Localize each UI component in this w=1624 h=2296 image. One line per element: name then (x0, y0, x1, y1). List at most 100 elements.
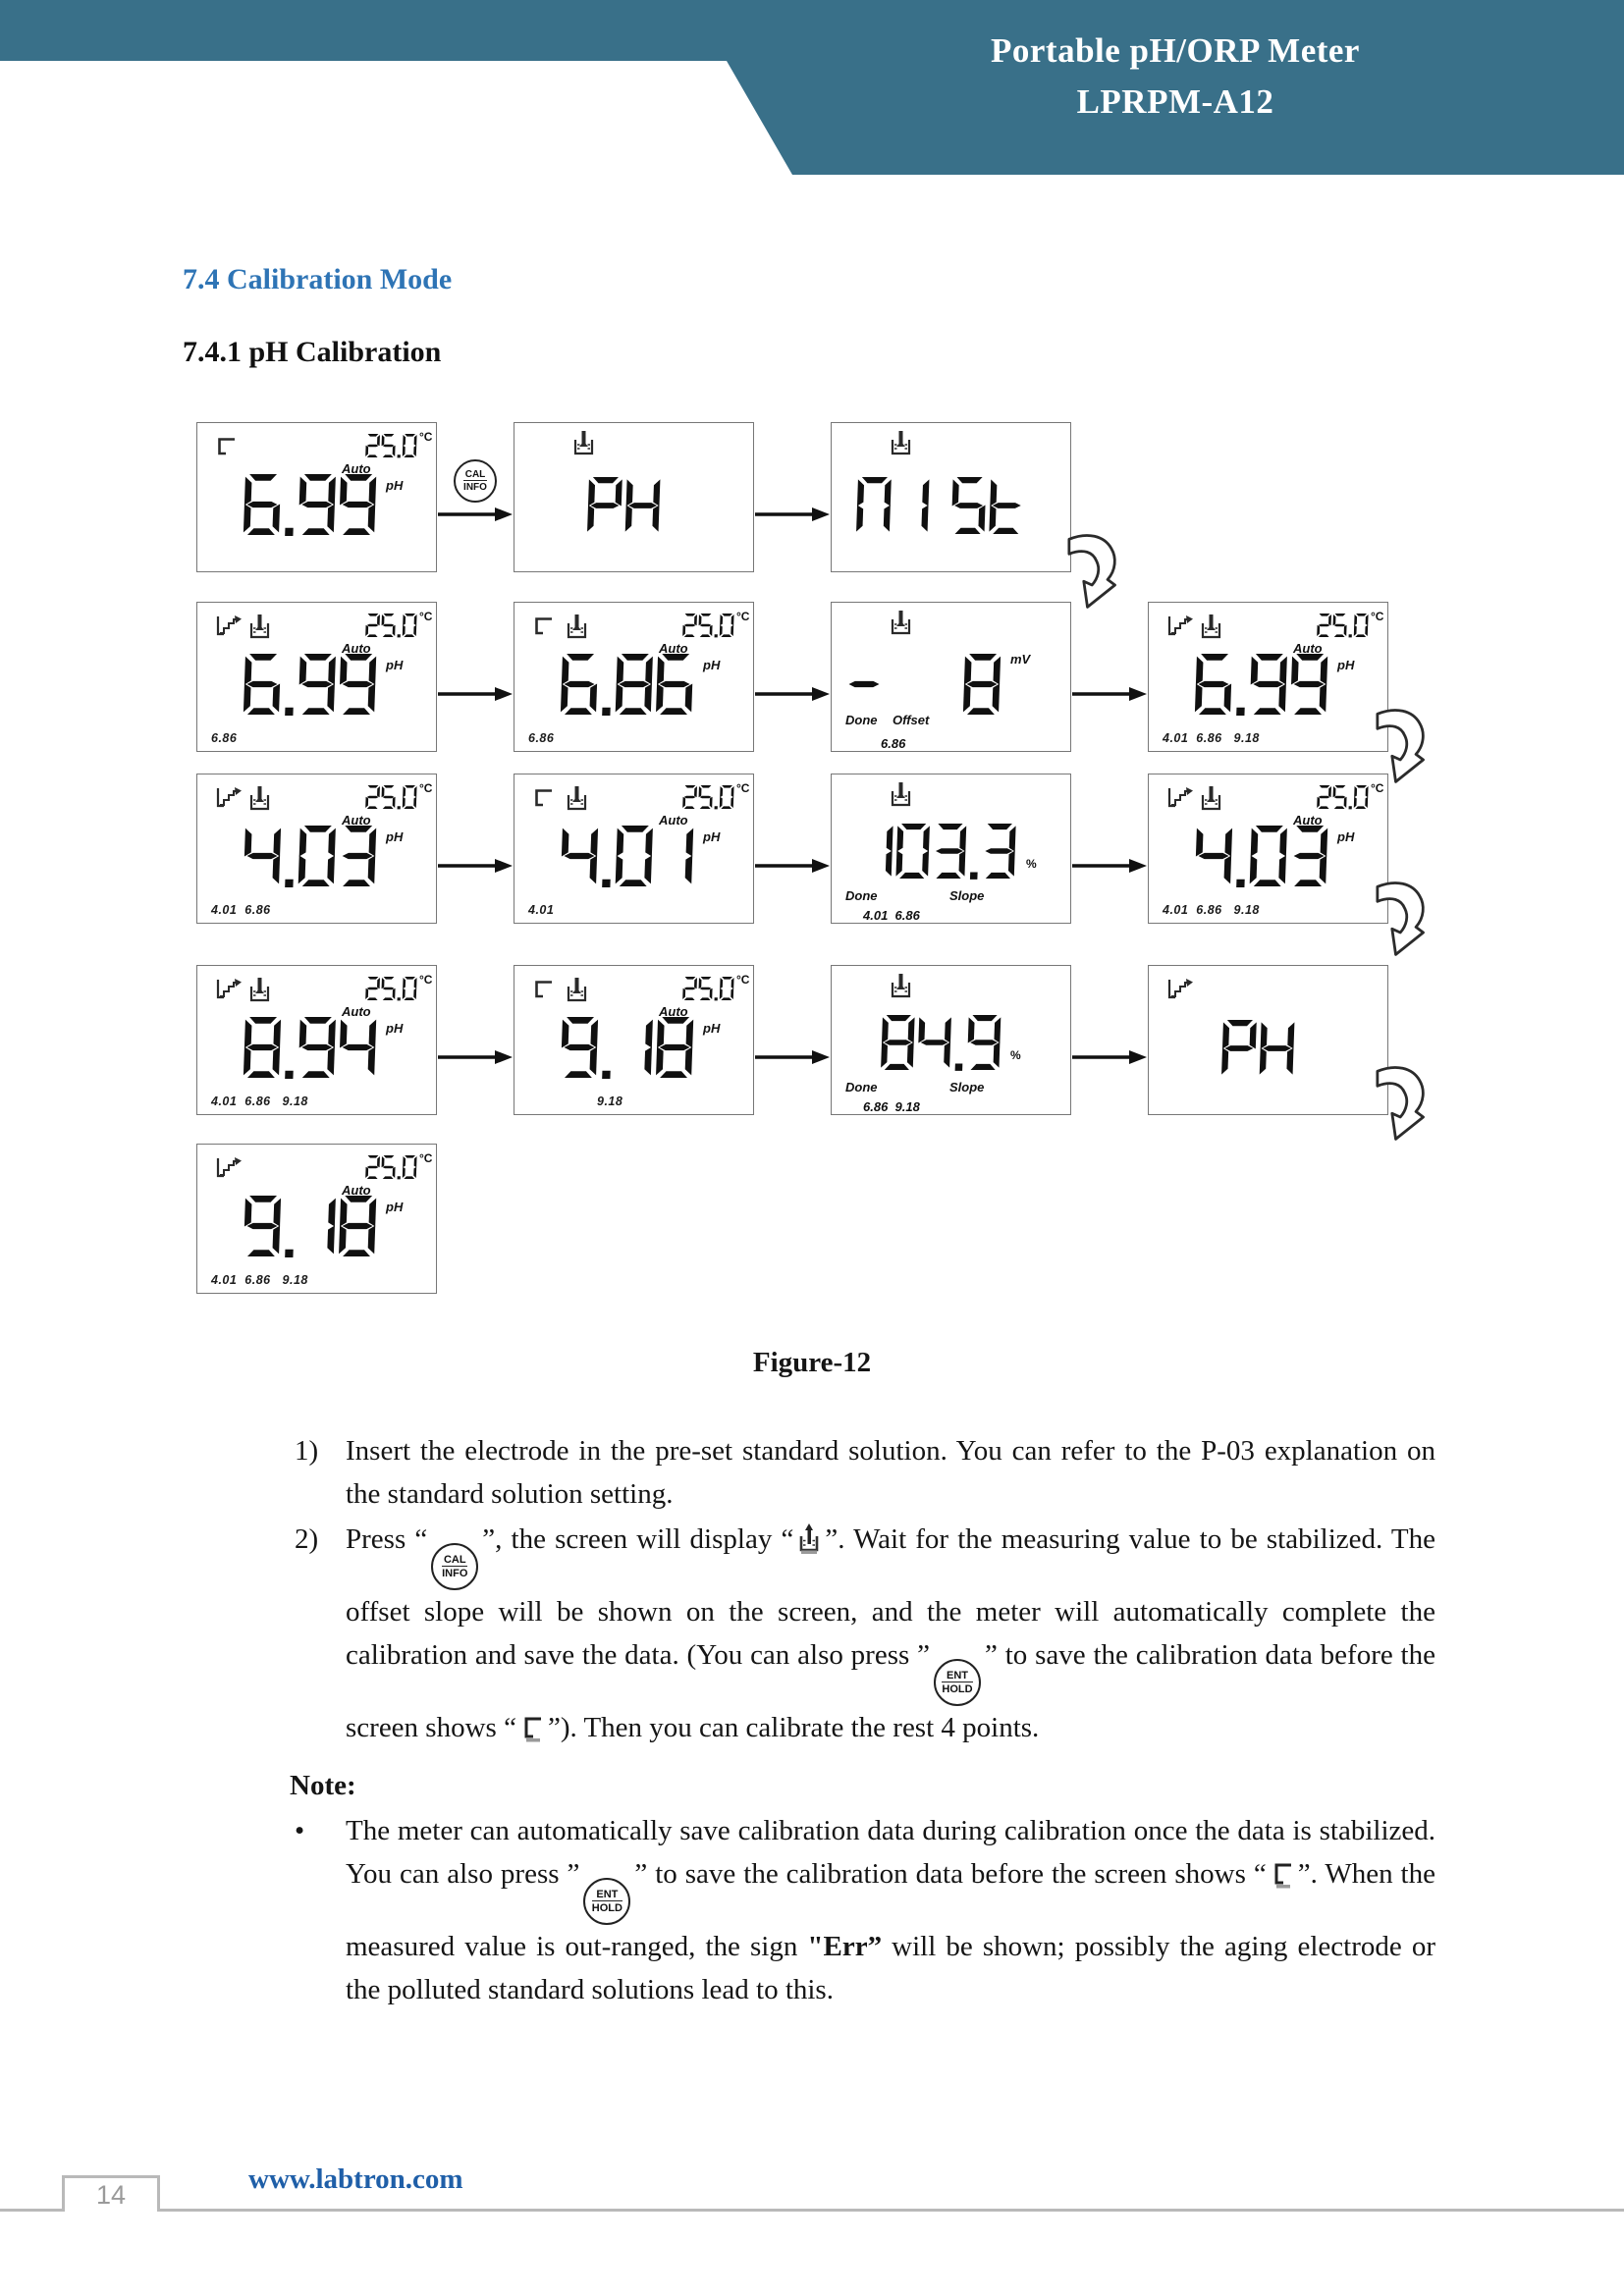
list-number: 2) (295, 1523, 319, 1555)
calibration-sub-values: 4.01 6.86 (863, 908, 920, 923)
doc-title-line1: Portable pH/ORP Meter (991, 31, 1360, 70)
flow-arrow-icon (438, 858, 513, 879)
subsection-heading: 7.4.1 pH Calibration (183, 336, 442, 368)
wrap-arrow-icon (1375, 878, 1432, 965)
text-segment: ”. Wait for the measuring value to be st… (346, 1523, 1435, 1671)
hold-label: HOLD (591, 1900, 623, 1914)
slope-icon (215, 978, 242, 1005)
main-value-display (587, 477, 661, 539)
slope-icon (1166, 978, 1193, 1005)
lcd-screen-r5s1: °C Auto pH 4.01 6.86 9.18 (196, 1144, 437, 1294)
unit-label: pH (1337, 658, 1355, 672)
footer-rule (0, 2209, 1624, 2212)
footer-website-link[interactable]: www.labtron.com (248, 2163, 463, 2195)
lcd-screen-r4s4 (1148, 965, 1388, 1115)
unit-label: pH (386, 1200, 404, 1214)
auto-label: Auto (1293, 813, 1323, 828)
auto-label: Auto (342, 1183, 371, 1198)
page-number-tab: 14 (62, 2175, 160, 2212)
temp-display (1317, 785, 1369, 814)
stored-standards: 4.01 (528, 903, 555, 917)
temp-unit: °C (736, 781, 750, 795)
main-value-display (1194, 654, 1328, 720)
main-value-display (861, 824, 1016, 883)
auto-label: Auto (659, 813, 688, 828)
main-value-display (962, 654, 1001, 720)
auto-label: Auto (659, 1004, 688, 1019)
electrode-icon (215, 435, 238, 462)
temp-unit: °C (419, 781, 433, 795)
slope-icon (1166, 786, 1193, 814)
temp-unit: °C (419, 1151, 433, 1165)
temp-display (682, 785, 734, 814)
slope-icon (215, 786, 242, 814)
main-value-display (243, 654, 377, 720)
temp-display (365, 977, 417, 1005)
electrode-symbol-icon (1270, 1859, 1295, 1902)
cal-label: CAL (443, 1554, 466, 1566)
temp-unit: °C (419, 430, 433, 444)
wrap-arrow-icon (1375, 1062, 1432, 1149)
section-heading: 7.4 Calibration Mode (183, 263, 453, 295)
beaker-icon (889, 611, 913, 642)
text-segment: ” to save the calibration data before th… (346, 1639, 1435, 1743)
stored-standards: 4.01 6.86 9.18 (211, 1273, 308, 1287)
unit-label: pH (703, 1021, 721, 1036)
stored-standards: 4.01 6.86 9.18 (1163, 903, 1260, 917)
main-value-display (856, 477, 1024, 539)
flow-arrow-icon (755, 507, 830, 527)
slope-icon (1166, 614, 1193, 642)
stored-standards: 6.86 (528, 731, 555, 745)
beaker-icon (571, 431, 596, 462)
calibration-beaker-icon (796, 1523, 822, 1568)
stored-standards: 4.01 6.86 (211, 903, 271, 917)
flow-arrow-icon (755, 858, 830, 879)
beaker-icon (889, 974, 913, 1005)
beaker-icon (565, 978, 589, 1009)
temp-display (682, 977, 734, 1005)
unit-label: % (1010, 1048, 1021, 1062)
flow-arrow-icon (755, 1049, 830, 1070)
unit-label: pH (703, 658, 721, 672)
done-label: Done (845, 1080, 878, 1095)
body-content: Figure-12 1) Insert the electrode in the… (0, 1341, 1624, 2013)
list-number: 1) (295, 1435, 319, 1467)
temp-unit: °C (1371, 781, 1384, 795)
beaker-icon (247, 614, 272, 646)
bullet-marker: • (295, 1815, 305, 1846)
flow-arrow-icon (1072, 686, 1147, 707)
temp-display (682, 614, 734, 642)
main-value-display (1195, 826, 1328, 891)
slope-icon (215, 1156, 242, 1184)
electrode-symbol-icon (519, 1713, 545, 1756)
main-value-display (244, 1196, 377, 1261)
text-segment: will be shown; possibly the aging electr… (346, 1931, 1435, 2005)
flow-arrow-icon (1072, 1049, 1147, 1070)
text-segment: ”. When the measured value is out-ranged… (346, 1858, 1435, 1962)
text-segment: ”). Then you can calibrate the rest 4 po… (547, 1712, 1040, 1743)
beaker-icon (565, 614, 589, 646)
list-item-1: 1) Insert the electrode in the pre-set s… (295, 1429, 1435, 1516)
temp-unit: °C (419, 973, 433, 987)
beaker-icon (889, 782, 913, 814)
stored-standards: 4.01 6.86 9.18 (211, 1095, 308, 1108)
unit-label: pH (386, 1021, 404, 1036)
auto-label: Auto (342, 813, 371, 828)
lcd-screen-r1s2 (514, 422, 754, 572)
temp-unit: °C (736, 610, 750, 623)
note-text: The meter can automatically save calibra… (346, 1809, 1435, 2011)
stored-standards: 4.01 6.86 9.18 (1163, 731, 1260, 745)
done-label: Done (845, 713, 878, 727)
text-segment: Press “ (346, 1523, 428, 1555)
auto-label: Auto (1293, 641, 1323, 656)
temp-display (365, 785, 417, 814)
ent-label: ENT (596, 1889, 619, 1900)
page-number: 14 (95, 2179, 127, 2210)
